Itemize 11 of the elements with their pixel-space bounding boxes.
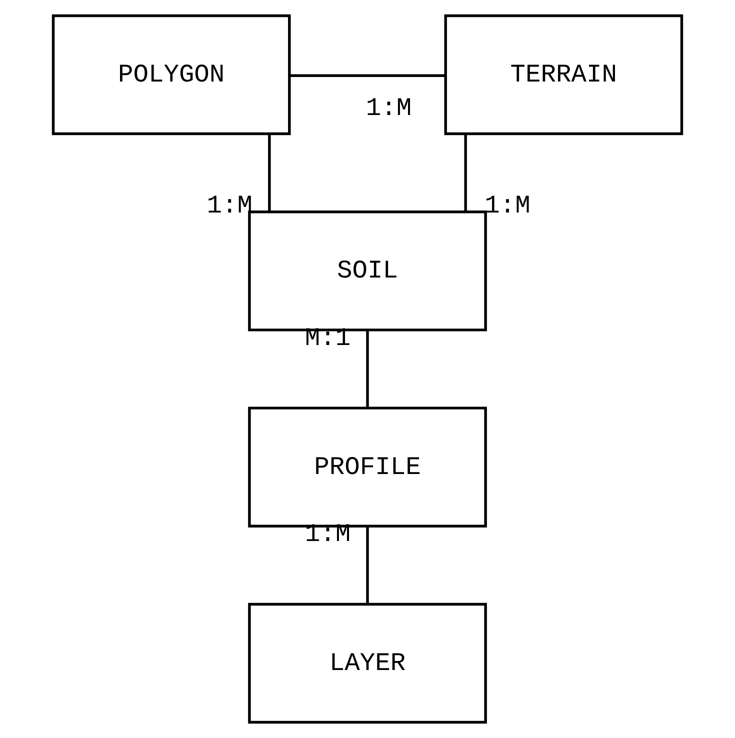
node-box: POLYGON: [52, 14, 291, 136]
connector: [366, 330, 369, 408]
connector: [268, 134, 271, 212]
node-box: PROFILE: [248, 406, 487, 528]
connector: [290, 74, 445, 78]
node-box: TERRAIN: [444, 14, 684, 136]
connector: [366, 526, 369, 604]
edge-label: 1:M: [366, 94, 412, 124]
edge-label: 1:M: [484, 191, 530, 220]
connector: [464, 134, 467, 212]
node-box: LAYER: [248, 602, 487, 724]
